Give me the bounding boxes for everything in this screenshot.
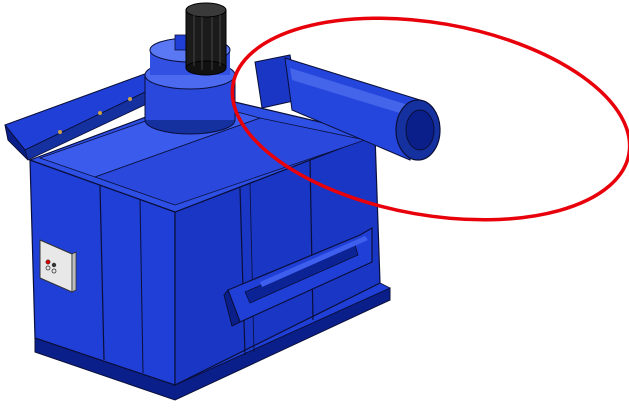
switch-knob-icon — [51, 262, 57, 268]
side-chute — [223, 226, 373, 327]
exhaust-duct — [254, 54, 441, 161]
control-panel — [39, 239, 77, 293]
indicator-light-icon — [45, 259, 51, 265]
fan-motor — [185, 2, 227, 76]
